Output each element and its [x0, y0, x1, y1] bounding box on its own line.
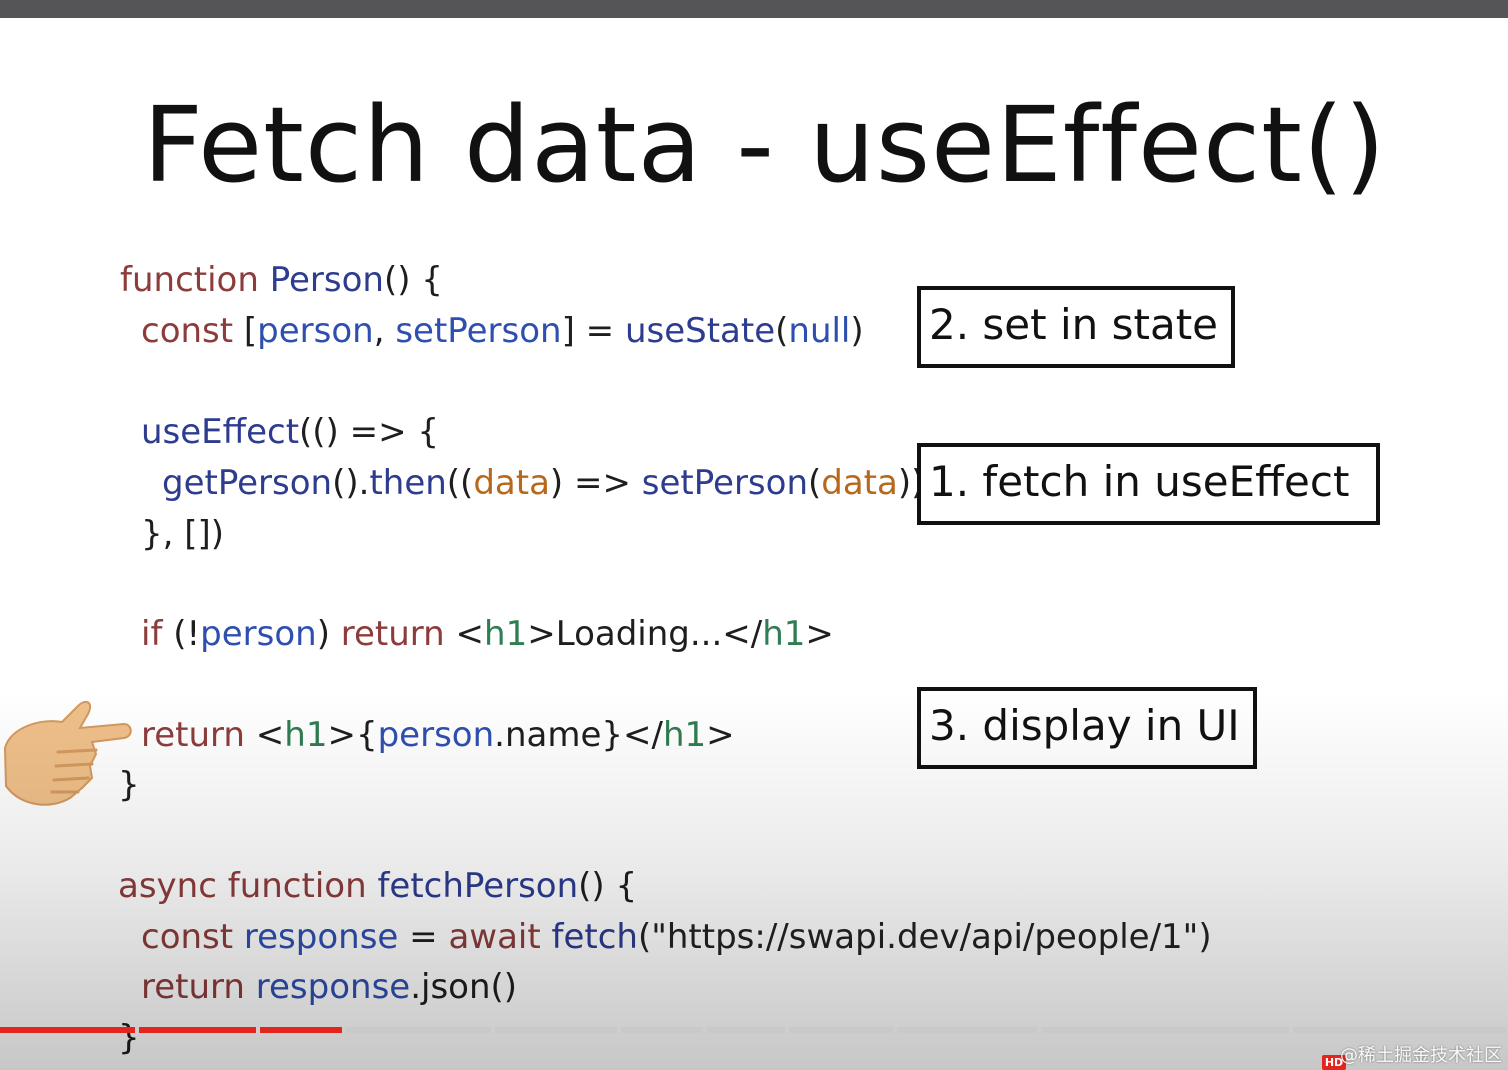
- code-line: return <h1>{person.name}</h1>: [141, 715, 735, 755]
- code-token: function: [120, 260, 270, 300]
- code-token: (: [808, 463, 822, 503]
- code-token: person: [257, 311, 374, 351]
- code-token: (!: [173, 614, 201, 654]
- code-token: }, []): [141, 514, 225, 554]
- code-token: fetchPerson: [377, 866, 579, 906]
- code-token: response: [255, 967, 411, 1007]
- code-token: (: [775, 311, 789, 351]
- code-token: useState: [624, 311, 776, 351]
- progress-segment: [621, 1027, 703, 1033]
- progress-segment: [139, 1027, 256, 1033]
- code-line: const [person, setPerson] = useState(nul…: [141, 311, 864, 351]
- code-token: return: [141, 967, 256, 1007]
- code-token: () {: [383, 260, 443, 300]
- code-token: person: [377, 715, 495, 755]
- note-display-in-ui: 3. display in UI: [917, 687, 1257, 769]
- window-top-bar: [0, 0, 1508, 18]
- code-token: .json(): [410, 967, 518, 1007]
- code-token: (() => {: [299, 412, 440, 452]
- progress-segment: [789, 1027, 893, 1033]
- progress-segment: [1293, 1027, 1506, 1033]
- code-token: ((: [446, 463, 474, 503]
- code-token: ) =>: [549, 463, 642, 503]
- code-token: [: [243, 311, 258, 351]
- code-token: getPerson: [162, 463, 333, 503]
- code-token: then: [369, 463, 447, 503]
- code-token: setPerson: [641, 463, 808, 503]
- video-progress-bar[interactable]: [0, 1027, 1508, 1033]
- code-token: ): [850, 311, 864, 351]
- progress-segment: [897, 1027, 1037, 1033]
- code-token: ): [316, 614, 341, 654]
- note-fetch-in-useeffect: 1. fetch in useEffect: [917, 443, 1380, 525]
- code-token: function: [227, 866, 378, 906]
- code-line: if (!person) return <h1>Loading...</h1>: [141, 614, 834, 654]
- watermark: @稀土掘金技术社区: [1340, 1045, 1502, 1066]
- code-token: ().: [332, 463, 370, 503]
- code-token: =: [409, 917, 449, 957]
- code-token: const: [141, 917, 244, 957]
- code-line: useEffect(() => {: [141, 412, 439, 452]
- code-token: <: [255, 715, 285, 755]
- code-line: function Person() {: [120, 260, 443, 300]
- hd-badge: HD: [1322, 1055, 1346, 1070]
- slide-title: Fetch data - useEffect(): [143, 84, 1387, 206]
- code-line: }: [118, 1018, 140, 1058]
- code-token: .name}</: [494, 715, 663, 755]
- code-token: h1: [284, 715, 328, 755]
- code-token: null: [788, 311, 851, 351]
- code-token: h1: [484, 614, 528, 654]
- code-token: >{: [327, 715, 378, 755]
- code-line: const response = await fetch("https://sw…: [141, 917, 1212, 957]
- code-token: () {: [578, 866, 638, 906]
- code-token: setPerson: [395, 311, 562, 351]
- code-token: }: [118, 1018, 140, 1058]
- code-token: ] =: [561, 311, 625, 351]
- code-token: return: [141, 715, 256, 755]
- code-token: >Loading...</: [527, 614, 763, 654]
- note-set-in-state: 2. set in state: [917, 286, 1235, 368]
- code-line: return response.json(): [141, 967, 517, 1007]
- code-line: }, []): [141, 514, 224, 554]
- code-token: >: [805, 614, 834, 654]
- code-token: fetch: [551, 917, 638, 957]
- code-token: h1: [662, 715, 707, 755]
- code-token: if: [141, 614, 174, 654]
- code-token: person: [200, 614, 317, 654]
- progress-segment: [1041, 1027, 1289, 1033]
- progress-segment: [260, 1027, 342, 1033]
- code-token: ,: [373, 311, 396, 351]
- code-token: <: [455, 614, 485, 654]
- pointing-hand-icon: [3, 700, 132, 806]
- code-token: await: [448, 917, 552, 957]
- progress-segment: [0, 1027, 135, 1033]
- code-token: }: [118, 765, 140, 805]
- code-token: return: [340, 614, 456, 654]
- video-slide[interactable]: Fetch data - useEffect(): [0, 18, 1508, 1070]
- code-token: Person: [269, 260, 384, 300]
- code-token: response: [243, 917, 410, 957]
- code-token: data: [821, 463, 898, 503]
- code-token: ("https://swapi.dev/api/people/1"): [637, 917, 1212, 957]
- code-line: }: [118, 765, 140, 805]
- code-line: getPerson().then((data) => setPerson(dat…: [162, 463, 924, 503]
- code-token: >: [706, 715, 735, 755]
- code-line: async function fetchPerson() {: [118, 866, 637, 906]
- code-token: h1: [762, 614, 806, 654]
- progress-segment: [346, 1027, 491, 1033]
- code-token: const: [141, 311, 244, 351]
- code-token: useEffect: [141, 412, 300, 452]
- code-token: async: [118, 866, 228, 906]
- code-token: data: [473, 463, 550, 503]
- progress-segment: [495, 1027, 617, 1033]
- progress-segment: [707, 1027, 785, 1033]
